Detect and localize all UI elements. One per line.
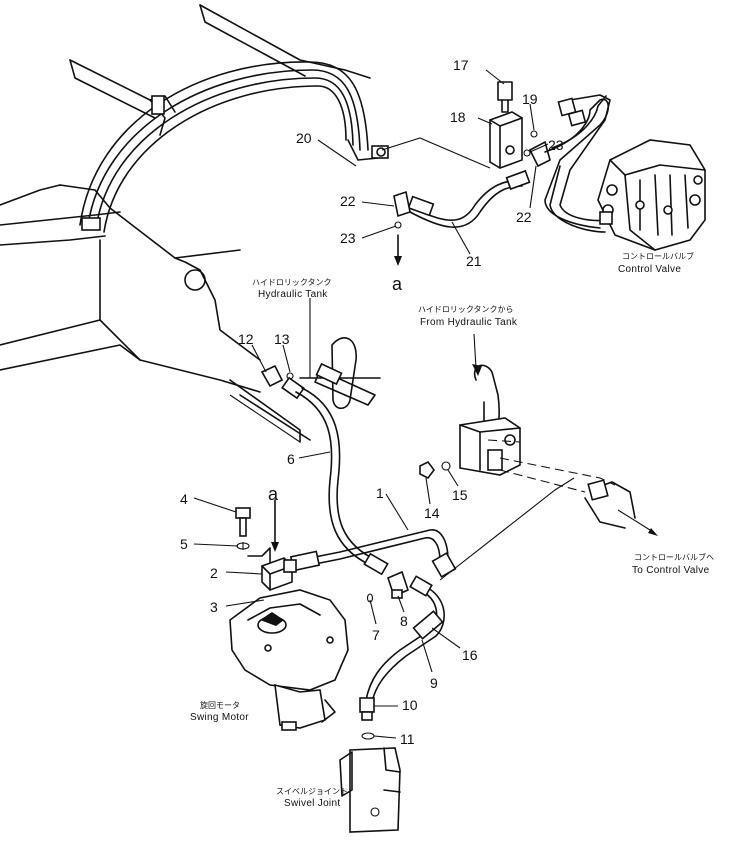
callout-21: 21 xyxy=(466,253,482,269)
hose-21 xyxy=(393,169,531,266)
swivel-joint-label-jp: スイベルジョイント xyxy=(276,787,348,796)
callout-5: 5 xyxy=(180,536,188,552)
to-valve-label-jp: コントロールバルブヘ xyxy=(634,552,714,562)
swing-motor xyxy=(229,589,349,731)
swing-motor-label: Swing Motor xyxy=(190,712,249,723)
fittings-7-8 xyxy=(366,570,409,603)
callout-22-right: 22 xyxy=(516,209,532,225)
machine-frame xyxy=(0,4,371,443)
callout-19: 19 xyxy=(522,91,538,107)
swivel-joint-label: Swivel Joint xyxy=(284,798,340,809)
tank-return-line xyxy=(419,364,658,536)
upper-hose-loop xyxy=(79,61,389,233)
motor-fittings xyxy=(235,499,297,604)
section-lines xyxy=(229,394,575,581)
callout-16: 16 xyxy=(462,647,478,663)
adapter-block xyxy=(381,81,551,169)
callout-a-top: a xyxy=(392,274,403,294)
control-valve-label-jp: コントロールバルブ xyxy=(622,251,694,261)
tank-connection xyxy=(260,337,381,410)
callout-numbers: 17 18 19 23 22 20 22 23 21 a 12 13 6 1 4… xyxy=(180,57,564,747)
callout-23-top: 23 xyxy=(548,137,564,153)
swing-motor-label-jp: 旋回モータ xyxy=(200,700,240,710)
control-valve-label: Control Valve xyxy=(618,264,681,275)
callout-17: 17 xyxy=(453,57,469,73)
callout-11: 11 xyxy=(400,731,415,747)
callout-a-bottom: a xyxy=(268,484,279,504)
callout-12: 12 xyxy=(238,331,254,347)
callout-10: 10 xyxy=(402,697,418,713)
hose-6 xyxy=(295,387,389,576)
callout-8: 8 xyxy=(400,613,408,629)
component-labels: コントロールバルブ Control Valve ハイドロリックタンク Hydra… xyxy=(190,251,714,809)
callout-13: 13 xyxy=(274,331,290,347)
callout-7: 7 xyxy=(372,627,380,643)
callout-1: 1 xyxy=(376,485,384,501)
callout-2: 2 xyxy=(210,565,218,581)
leader-lines xyxy=(193,69,549,739)
callout-9: 9 xyxy=(430,675,438,691)
callout-6: 6 xyxy=(287,451,295,467)
from-tank-label: From Hydraulic Tank xyxy=(420,317,518,328)
callout-18: 18 xyxy=(450,109,466,125)
callout-3: 3 xyxy=(210,599,218,615)
hose-1 xyxy=(289,529,457,578)
swivel-joint xyxy=(339,747,401,833)
callout-14: 14 xyxy=(424,505,440,521)
hydraulic-tank-label-jp: ハイドロリックタンク xyxy=(252,278,332,287)
valve-hoses xyxy=(544,94,613,233)
callout-15: 15 xyxy=(452,487,468,503)
hose-9 xyxy=(359,575,445,740)
callout-4: 4 xyxy=(180,491,188,507)
from-tank-label-jp: ハイドロリックタンクから xyxy=(418,305,514,314)
hydraulic-tank-label: Hydraulic Tank xyxy=(258,289,328,300)
callout-22-left: 22 xyxy=(340,193,356,209)
callout-20: 20 xyxy=(296,130,312,146)
callout-23-left: 23 xyxy=(340,230,356,246)
to-valve-label: To Control Valve xyxy=(632,565,710,576)
control-valve xyxy=(597,139,706,251)
